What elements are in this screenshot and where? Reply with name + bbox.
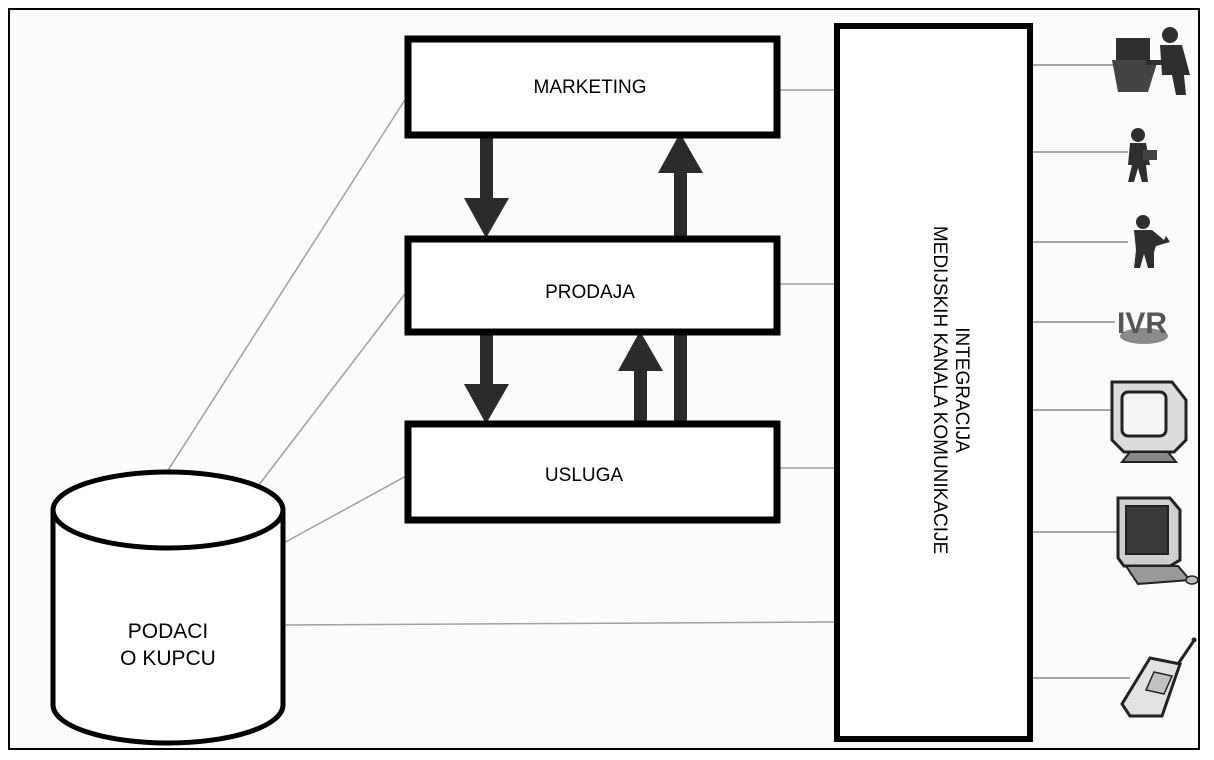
- arrow-marketing-to-prodaja: [464, 135, 509, 238]
- db-to-marketing-line: [164, 94, 409, 476]
- database-connectors: [164, 94, 836, 626]
- usluga-label: USLUGA: [545, 465, 623, 486]
- marketing-box: MARKETING: [404, 35, 781, 139]
- mobile-phone-icon: [1120, 637, 1197, 718]
- arrow-usluga-to-prodaja: [618, 331, 663, 425]
- ivr-icon: IVR: [1117, 307, 1168, 344]
- ivr-label: IVR: [1117, 307, 1167, 340]
- prodaja-box: PRODAJA: [404, 235, 781, 336]
- personal-computer-icon: [1116, 496, 1199, 586]
- channel-connectors: [1032, 64, 1130, 679]
- integration-label-line2: MEDIJSKIH KANALA KOMUNIKACIJE: [929, 226, 950, 554]
- usluga-box: USLUGA: [404, 420, 781, 524]
- database-label-line2: O KUPCU: [120, 647, 216, 670]
- field-person-icon: [1128, 128, 1157, 182]
- customer-database-cylinder: PODACI O KUPCU: [50, 469, 286, 746]
- db-to-prodaja-line: [254, 289, 409, 491]
- prodaja-label: PRODAJA: [545, 282, 635, 303]
- monitor-icon: [1110, 380, 1188, 463]
- integration-bar: INTEGRACIJA MEDIJSKIH KANALA KOMUNIKACIJ…: [834, 23, 1033, 742]
- database-label-line1: PODACI: [128, 620, 209, 643]
- marketing-label: MARKETING: [534, 77, 647, 98]
- db-to-usluga-line: [279, 474, 409, 546]
- db-to-integration-line: [282, 621, 836, 626]
- box-connectors: [777, 89, 835, 469]
- integration-label-line1: INTEGRACIJA: [951, 327, 972, 453]
- mobile-agent-icon: [1134, 215, 1170, 268]
- arrow-prodaja-to-usluga: [464, 332, 509, 424]
- desktop-agent-icon: [1112, 27, 1190, 95]
